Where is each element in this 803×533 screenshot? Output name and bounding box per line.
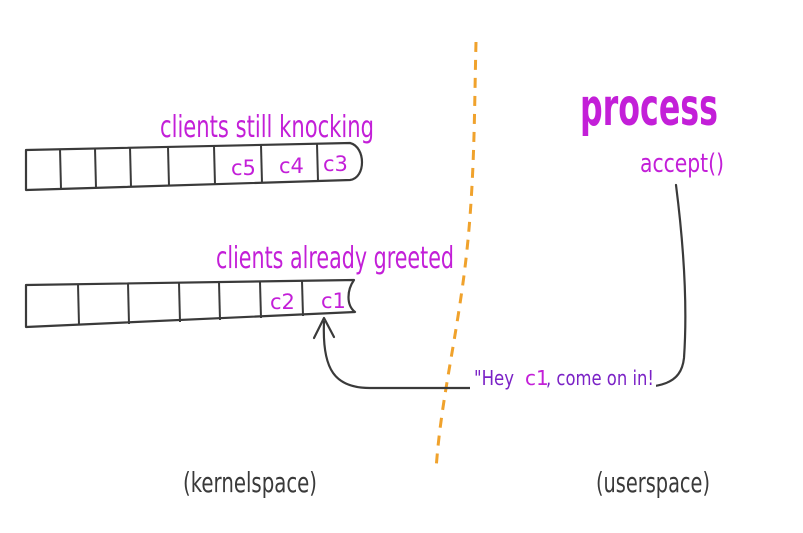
accept-call: accept() [640,149,724,179]
syn-queue-outline [24,141,364,192]
accept-queue-cell-c1: c1 [321,289,346,313]
greeting-client: c1 [525,366,549,390]
syn-queue: clients still knocking c5 c4 c3 [24,110,374,192]
kernelspace-label: (kernelspace) [183,466,317,499]
userspace-label: (userspace) [596,466,710,499]
accept-arrow-head [312,316,336,340]
greeting-suffix: , come on in! [546,366,654,390]
greeting-prefix: "Hey [474,366,514,390]
syn-queue-cell-c4: c4 [279,154,304,178]
accept-queue-cell-c2: c2 [270,290,295,314]
process-title: process [580,78,718,138]
accept-queue-outline [24,278,357,329]
accept-queue: clients already greeted c2 c1 [24,241,454,329]
syn-queue-label: clients still knocking [160,110,374,145]
message-background [470,362,656,392]
accept-arrow [322,183,687,390]
syn-queue-cell-c3: c3 [323,152,348,176]
accept-queue-label: clients already greeted [216,241,454,276]
syn-queue-cell-c5: c5 [231,156,256,180]
